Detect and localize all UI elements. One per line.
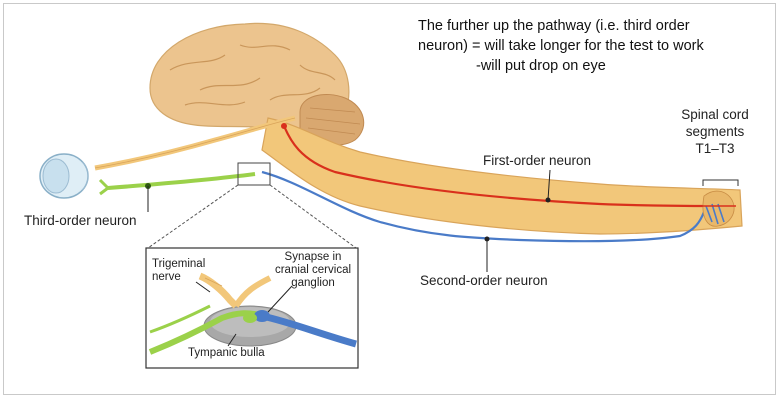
- frame-border: [3, 3, 776, 395]
- spinal-label-line-3: T1–T3: [695, 141, 735, 156]
- note-line-3: -will put drop on eye: [476, 58, 606, 74]
- zoom-dashed-line-left: [147, 184, 239, 249]
- tympanic-bulla-label: Tympanic bulla: [188, 347, 265, 359]
- spinal-cord-segments-label: Spinal cord segments T1–T3: [672, 106, 758, 157]
- third-order-neuron-label: Third-order neuron: [24, 213, 137, 228]
- brain: [149, 22, 365, 146]
- synapse-ganglion-label: Synapse in cranial cervical ganglion: [268, 251, 358, 290]
- third-order-neuron-path: [107, 172, 256, 190]
- trigeminal-line-1: Trigeminal: [152, 258, 206, 270]
- trigeminal-line-2: nerve: [152, 271, 181, 283]
- zoom-dashed-line-right: [269, 184, 357, 249]
- note-line-2: neuron) = will take longer for the test …: [418, 38, 704, 54]
- note-line-1: The further up the pathway (i.e. third o…: [418, 18, 690, 34]
- annotation-note: The further up the pathway (i.e. third o…: [418, 16, 768, 76]
- eye: [39, 153, 89, 199]
- second-order-neuron-label: Second-order neuron: [420, 273, 548, 288]
- trigeminal-nerve-label: Trigeminal nerve: [152, 258, 205, 284]
- synapse-line-3: ganglion: [291, 277, 335, 289]
- inset-panel: [145, 247, 359, 369]
- first-order-neuron-path: [282, 125, 717, 208]
- synapse-line-1: Synapse in: [284, 251, 342, 263]
- spinal-label-line-1: Spinal cord: [681, 107, 749, 122]
- ganglion-zoom-box: [237, 162, 271, 186]
- spinal-label-line-2: segments: [685, 124, 745, 139]
- first-order-neuron-label: First-order neuron: [483, 153, 592, 168]
- second-order-neuron-path: [261, 170, 706, 243]
- synapse-line-2: cranial cervical: [274, 264, 352, 276]
- spinal-segments-bracket: [702, 179, 739, 186]
- first-order-leader-line: [547, 169, 551, 201]
- spinal-segments-detail: [700, 190, 736, 227]
